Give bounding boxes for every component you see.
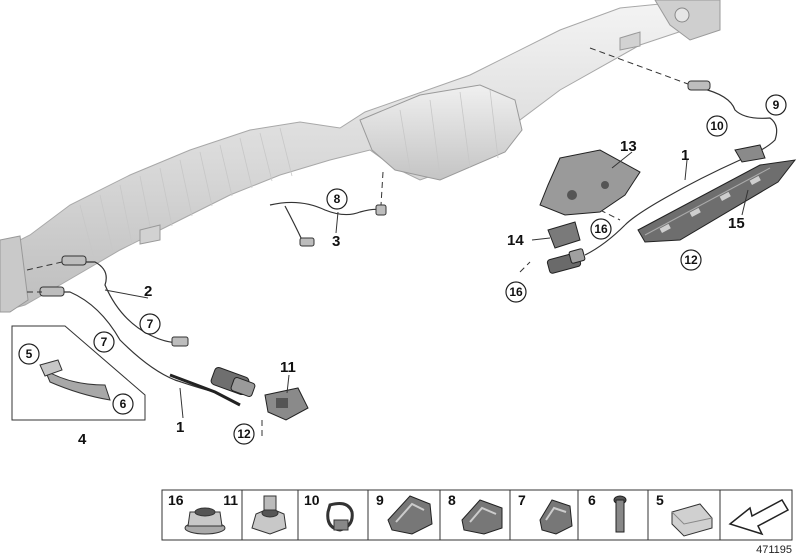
strip-num-7: 7 [518, 492, 526, 508]
callout-16-lower: 16 [509, 285, 523, 299]
callout-7-right: 7 [147, 317, 154, 331]
callout-7-left: 7 [101, 335, 108, 349]
strip-num-10: 10 [304, 492, 320, 508]
arrow-icon [728, 499, 790, 536]
callout-9: 9 [773, 98, 780, 112]
callout-13: 13 [620, 138, 637, 155]
callout-10: 10 [710, 119, 724, 133]
detail-inset [11, 325, 146, 421]
callout-16-upper: 16 [594, 222, 608, 236]
wide-clip-icon [461, 499, 503, 535]
callout-labels: 2 3 1 4 11 13 1 14 15 [78, 138, 749, 448]
callout-15: 15 [728, 215, 745, 232]
callout-12-left: 12 [237, 427, 251, 441]
sensor-bodies [39, 80, 711, 347]
callout-3: 3 [332, 233, 340, 250]
callout-14: 14 [507, 232, 524, 249]
strip-num-16: 16 [168, 492, 184, 508]
strip-num-6: 6 [588, 492, 596, 508]
hex-nut-icon [251, 495, 287, 535]
leader-lines [26, 47, 689, 440]
sleeve-icon [671, 503, 713, 537]
callout-12-right: 12 [684, 253, 698, 267]
callout-8: 8 [334, 192, 341, 206]
callout-4: 4 [78, 431, 87, 448]
reference-number: 471195 [756, 544, 792, 556]
connector-left [169, 367, 256, 407]
callout-6: 6 [120, 397, 127, 411]
oxygen-sensor-wiring [45, 87, 778, 393]
heat-shield-15 [637, 144, 797, 243]
parts-strip: 16 11 10 9 8 7 6 5 [161, 489, 793, 541]
double-clip-icon [387, 495, 433, 535]
callout-1-left: 1 [176, 419, 184, 436]
callout-2: 2 [144, 283, 152, 300]
strip-num-11: 11 [223, 492, 238, 508]
circled-callout-text: 5 6 7 7 8 9 10 12 12 16 16 [26, 98, 780, 441]
strip-num-9: 9 [376, 492, 384, 508]
connector-right [546, 248, 586, 274]
pin-icon [613, 495, 627, 533]
callout-11: 11 [280, 359, 296, 376]
callout-5: 5 [26, 347, 33, 361]
holder-14 [547, 221, 581, 249]
flange-nut-icon [184, 507, 226, 535]
holder-bracket-11 [264, 387, 309, 421]
exhaust-pipe [0, 0, 721, 313]
strip-num-8: 8 [448, 492, 456, 508]
bracket-13 [539, 149, 641, 216]
clip-icon [539, 499, 573, 535]
strip-num-5: 5 [656, 492, 664, 508]
circled-callouts [18, 94, 787, 445]
cable-tie-icon [326, 502, 354, 532]
callout-1-right: 1 [681, 147, 689, 164]
